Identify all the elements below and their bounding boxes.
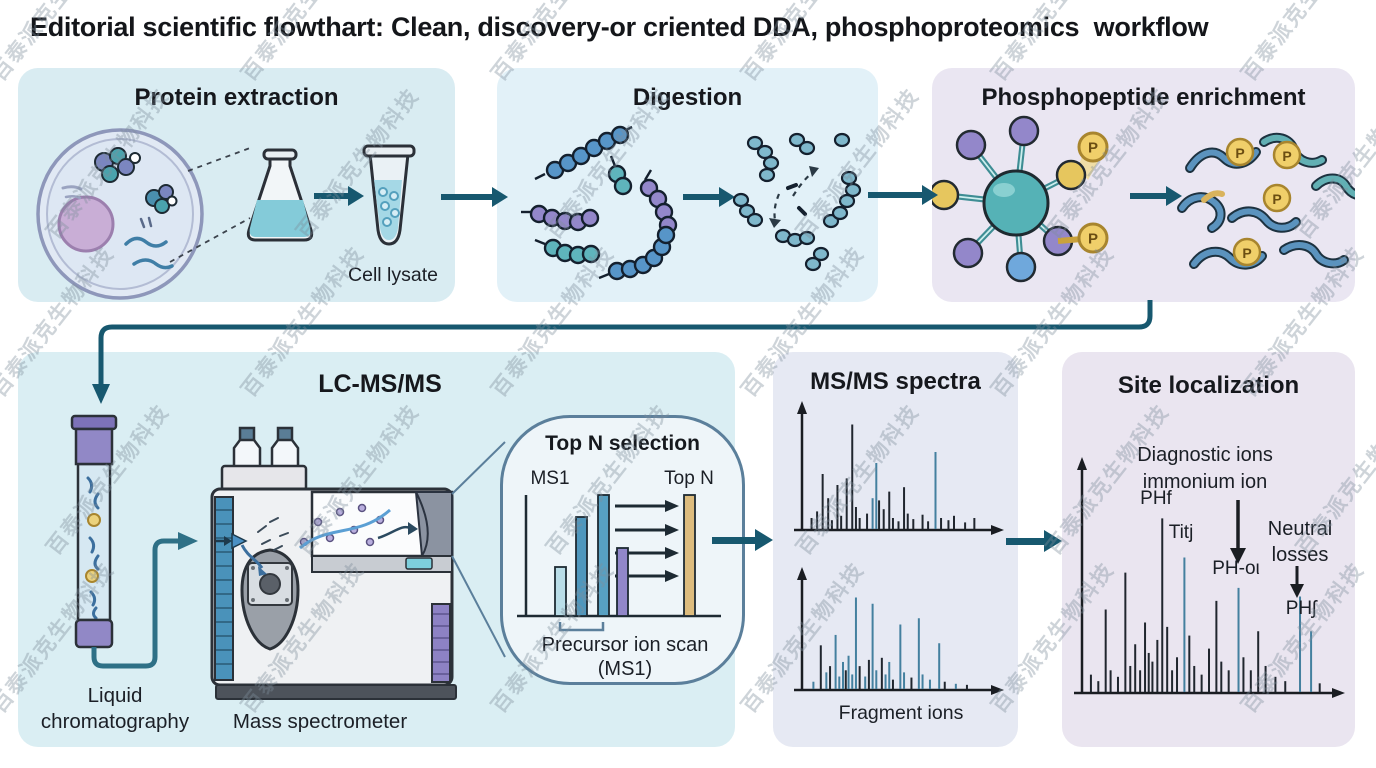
flask-icon <box>246 148 314 242</box>
ribbed-vent-left <box>216 509 232 665</box>
precursor-ms1-caption: (MS1) <box>597 658 653 680</box>
phosphate-p-label: P <box>1088 231 1098 248</box>
phosphate-p-label: P <box>1235 145 1244 161</box>
panel-title-site-localization: Site localization <box>1117 372 1300 399</box>
page-title: Editorial scientific flowthart: Clean, d… <box>30 12 1209 42</box>
callout-title: Top N selection <box>545 432 700 455</box>
panel-phosphopeptide-enrichment: Phosphopeptide enrichment <box>932 68 1355 302</box>
peak-label-ph1: PHf <box>1140 488 1172 509</box>
precursor-ion-scan-caption: Precursor ion scan <box>541 634 709 656</box>
enrichment-illustration: P P <box>932 115 1355 283</box>
top-n-bar-chart <box>517 494 721 632</box>
cell-lysate-caption: Cell lysate <box>348 264 438 286</box>
tube-icon <box>362 144 416 246</box>
neutral-losses-annotation: Neutral losses <box>1267 518 1333 566</box>
panel-lcmsms: LC-MS/MS <box>18 352 745 747</box>
panel-digestion: Digestion <box>497 68 878 302</box>
fragment-spectra-plots <box>794 401 1004 695</box>
mass-spectrometer-caption: Mass spectrometer <box>232 710 408 733</box>
panel-title-protein-extraction: Protein extraction <box>134 84 339 111</box>
lc-to-ms-tube <box>91 532 198 669</box>
arrow-enrichment <box>1130 186 1182 206</box>
digestion-illustration <box>521 125 862 281</box>
site-localization-plot <box>1074 457 1345 698</box>
phosphate-p-label: P <box>1272 191 1281 207</box>
panel-title-lcmsms: LC-MS/MS <box>318 370 442 398</box>
mass-spectrometer-icon <box>210 426 457 700</box>
peak-label-ph2: PHʃ <box>1285 598 1317 619</box>
panel-title-msms-spectra: MS/MS spectra <box>810 368 981 395</box>
panel-site-localization: Site localization Diagnostic ions immoni… <box>1062 352 1355 747</box>
liquid-chromatography-caption: Liquid chromatography <box>40 684 190 733</box>
diagnostic-ions-annotation: Diagnostic ions immonium ion <box>1137 444 1273 493</box>
panel-title-digestion: Digestion <box>632 84 743 111</box>
peak-label-ti: Titj <box>1168 522 1194 543</box>
phosphate-p-label: P <box>1088 140 1098 157</box>
ms1-axis-label: MS1 <box>530 468 570 489</box>
phosphopeptides: P P P P <box>1177 132 1355 270</box>
panel-msms-spectra: MS/MS spectra Fragment ions <box>773 352 1018 747</box>
precursor-bracket <box>558 622 605 632</box>
arrow-digestion-to-enrichment <box>868 185 938 205</box>
dashed-callout-line <box>187 147 251 172</box>
fragment-ions-caption: Fragment ions <box>838 702 964 724</box>
ion-spray <box>216 503 418 576</box>
arrow-flask-to-tube <box>314 186 364 206</box>
diagnostic-ion-arrow <box>1230 500 1246 564</box>
cell-illustration <box>36 128 204 300</box>
arrow-digestion <box>683 187 735 207</box>
callout-lines <box>451 441 506 658</box>
phosphate-p-label: P <box>1242 245 1251 261</box>
status-display-slot <box>405 557 433 570</box>
neutral-loss-arrow <box>1290 566 1304 598</box>
panel-title-enrichment: Phosphopeptide enrichment <box>981 84 1306 111</box>
peak-label-ph-o: PH-oι <box>1212 558 1260 579</box>
peptide-fragments <box>732 132 862 272</box>
ribbed-vent-right <box>431 603 451 683</box>
phosphate-p-label: P <box>1282 148 1291 164</box>
cleavage-arrows <box>769 166 819 228</box>
solvent-bottles <box>232 426 300 470</box>
protein-chains <box>521 125 678 281</box>
lc-column-icon <box>70 414 118 649</box>
panel-protein-extraction: Protein extraction <box>18 68 455 302</box>
top-n-axis-label: Top N <box>664 468 714 489</box>
top-n-selection-callout: Top N selection MS1 Top N Precursor ion … <box>500 415 745 685</box>
enrichment-bead-hub: P P <box>932 115 1109 283</box>
lcmsms-illustration <box>70 414 506 700</box>
protein-extraction-illustration <box>36 128 416 300</box>
